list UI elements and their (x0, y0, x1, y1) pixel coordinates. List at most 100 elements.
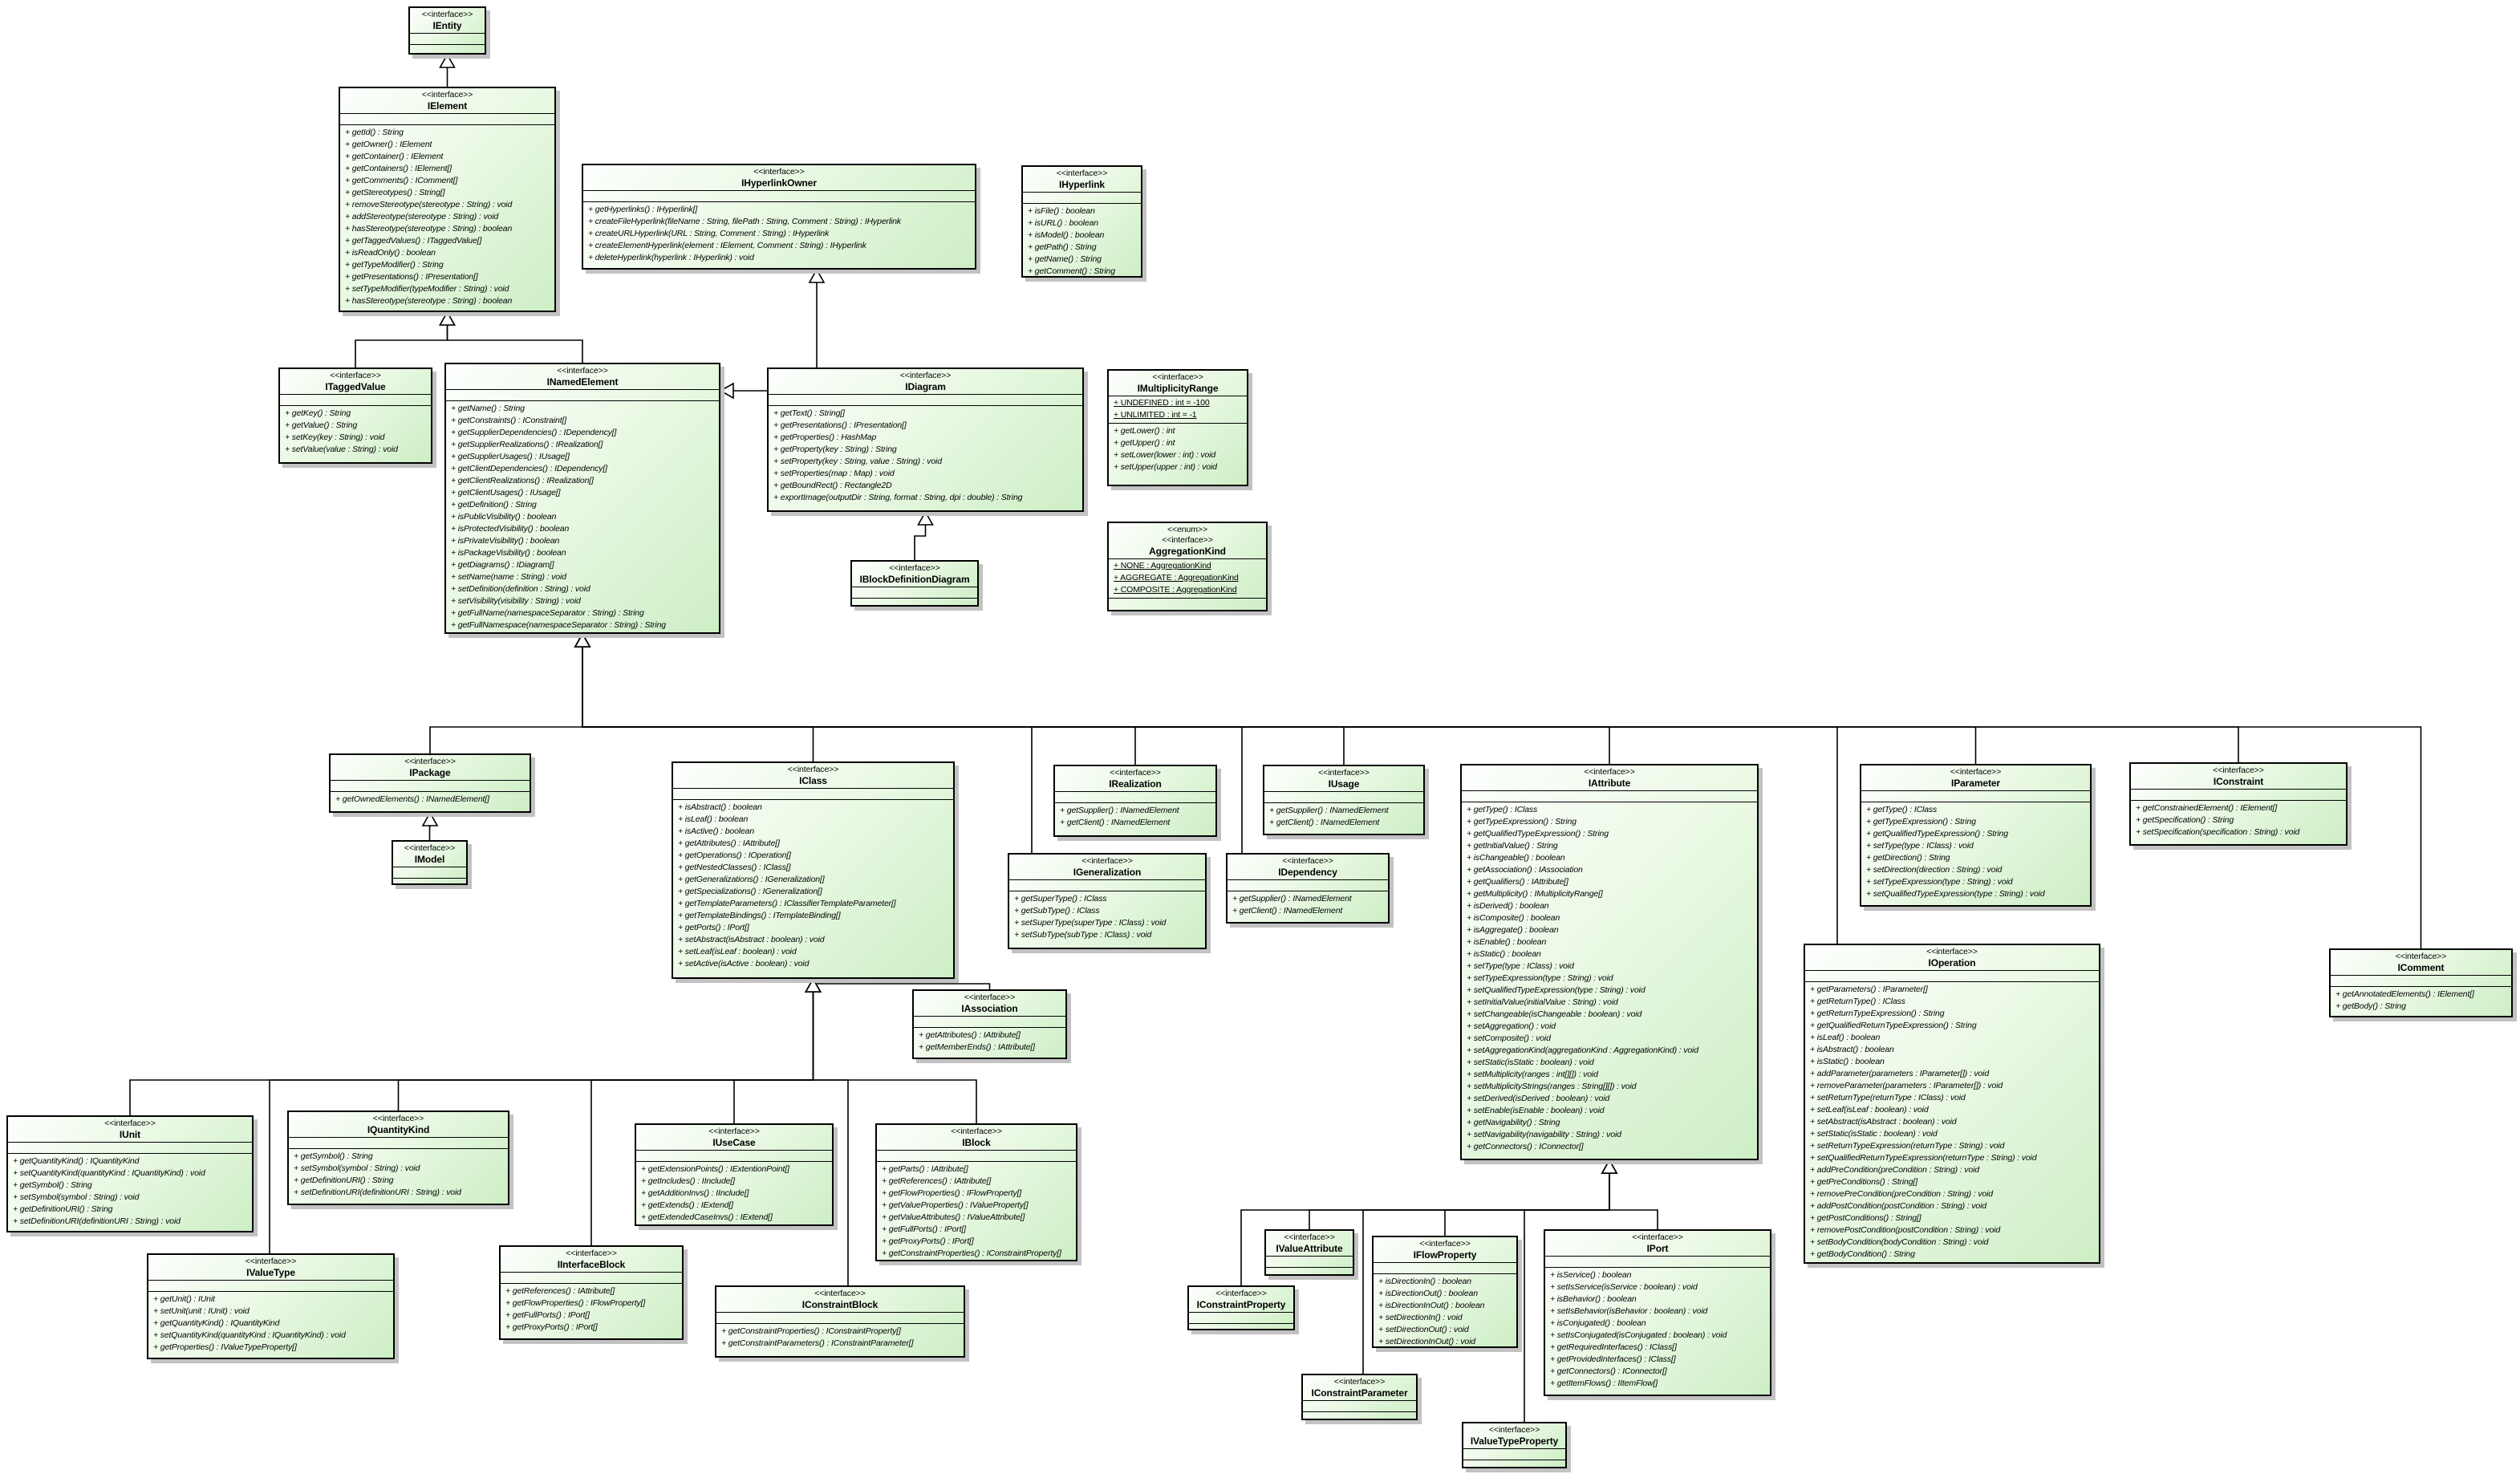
operations-compartment: + getParts() : IAttribute[]+ getReferenc… (877, 1161, 1076, 1260)
operations-compartment: + getReferences() : IAttribute[]+ getFlo… (501, 1283, 682, 1338)
operation-row: + getClientUsages() : IUsage[] (451, 488, 561, 497)
interface-node-IClass[interactable]: <<interface>>IClass+ isAbstract() : bool… (672, 761, 955, 979)
interface-name: IUseCase (712, 1137, 756, 1148)
interface-name: IEntity (432, 20, 462, 31)
operation-row: + getDefinitionURI() : String (294, 1175, 394, 1185)
interface-node-IMultiplicityRange[interactable]: <<interface>>IMultiplicityRange+ UNDEFIN… (1107, 369, 1248, 486)
operation-row: + getQualifiedTypeExpression() : String (1866, 829, 2008, 838)
operation-row: + getOwner() : IElement (345, 140, 432, 149)
attributes-compartment (410, 33, 485, 44)
operations-compartment: + getSupplier() : INamedElement+ getClie… (1228, 891, 1388, 922)
operation-row: + deleteHyperlink(hyperlink : IHyperlink… (588, 253, 754, 262)
interface-node-IModel[interactable]: <<interface>>IModel (392, 840, 468, 885)
operation-row: + getBoundRect() : Rectangle2D (773, 481, 892, 490)
interface-node-IAttribute[interactable]: <<interface>>IAttribute+ getType() : ICl… (1460, 764, 1759, 1160)
node-title-IElement: <<interface>>IElement (340, 88, 554, 113)
operation-row: + isPublicVisibility() : boolean (451, 512, 557, 522)
interface-node-IUnit[interactable]: <<interface>>IUnit+ getQuantityKind() : … (6, 1115, 254, 1232)
operations-compartment (1463, 1460, 1565, 1467)
interface-node-IEntity[interactable]: <<interface>>IEntity (408, 6, 486, 55)
interface-name: IUsage (1328, 778, 1360, 790)
interface-node-IHyperlink[interactable]: <<interface>>IHyperlink+ isFile() : bool… (1021, 165, 1142, 278)
interface-name: IQuantityKind (367, 1124, 430, 1135)
operation-row: + setDefinition(definition : String) : v… (451, 584, 590, 594)
operation-row: + setAbstract(isAbstract : boolean) : vo… (1810, 1117, 1957, 1127)
operation-row: + getPorts() : IPort[] (678, 923, 749, 932)
interface-node-AggregationKind[interactable]: <<enum>><<interface>>AggregationKind+ NO… (1107, 522, 1268, 611)
operation-row: + setSpecification(specification : Strin… (2136, 827, 2300, 837)
interface-node-IAssociation[interactable]: <<interface>>IAssociation+ getAttributes… (912, 989, 1067, 1059)
interface-node-IPackage[interactable]: <<interface>>IPackage+ getOwnedElements(… (329, 753, 531, 813)
interface-node-IPort[interactable]: <<interface>>IPort+ isService() : boolea… (1544, 1229, 1771, 1396)
stereotype-label: <<interface>> (753, 167, 805, 177)
interface-name: INamedElement (546, 376, 619, 388)
interface-node-IOperation[interactable]: <<interface>>IOperation+ getParameters()… (1804, 944, 2100, 1264)
interface-name: IBlockDefinitionDiagram (859, 574, 970, 585)
node-title-IPackage: <<interface>>IPackage (331, 755, 530, 780)
interface-node-IConstraintProperty[interactable]: <<interface>>IConstraintProperty (1187, 1285, 1295, 1330)
interface-node-IRealization[interactable]: <<interface>>IRealization+ getSupplier()… (1053, 765, 1217, 837)
interface-node-IDiagram[interactable]: <<interface>>IDiagram+ getText() : Strin… (767, 367, 1084, 512)
interface-node-IConstraintParameter[interactable]: <<interface>>IConstraintParameter (1301, 1374, 1418, 1420)
operation-row: + setQualifiedTypeExpression(type : Stri… (1866, 889, 2045, 899)
operation-row: + getQuantityKind() : IQuantityKind (13, 1156, 140, 1166)
operation-row: + isActive() : boolean (678, 826, 755, 836)
interface-node-IValueAttribute[interactable]: <<interface>>IValueAttribute (1264, 1229, 1354, 1276)
operations-compartment (410, 44, 485, 53)
interface-name: IValueAttribute (1276, 1243, 1343, 1254)
operation-row: + getHyperlinks() : IHyperlink[] (588, 205, 698, 214)
interface-node-IInterfaceBlock[interactable]: <<interface>>IInterfaceBlock+ getReferen… (499, 1245, 684, 1340)
stereotype-label: <<interface>> (557, 366, 608, 376)
interface-node-IUsage[interactable]: <<interface>>IUsage+ getSupplier() : INa… (1263, 765, 1425, 835)
operation-row: + getAssociation() : IAssociation (1467, 865, 1583, 875)
operation-row: + getId() : String (345, 128, 404, 137)
interface-node-IComment[interactable]: <<interface>>IComment+ getAnnotatedEleme… (2329, 948, 2513, 1017)
interface-node-IConstraintBlock[interactable]: <<interface>>IConstraintBlock+ getConstr… (715, 1285, 965, 1358)
interface-node-IHyperlinkOwner[interactable]: <<interface>>IHyperlinkOwner+ getHyperli… (582, 164, 976, 270)
operation-row: + getProvidedInterfaces() : IClass[] (1550, 1354, 1676, 1364)
interface-node-IConstraint[interactable]: <<interface>>IConstraint+ getConstrained… (2129, 762, 2348, 846)
interface-node-IQuantityKind[interactable]: <<interface>>IQuantityKind+ getSymbol() … (287, 1111, 509, 1205)
interface-node-IBlock[interactable]: <<interface>>IBlock+ getParts() : IAttri… (875, 1123, 1077, 1261)
interface-name: IRealization (1109, 778, 1162, 790)
node-title-IConstraint: <<interface>>IConstraint (2131, 764, 2346, 789)
interface-node-INamedElement[interactable]: <<interface>>INamedElement+ getName() : … (444, 363, 720, 634)
operation-row: + setActive(isActive : boolean) : void (678, 959, 810, 968)
attributes-compartment (393, 867, 466, 878)
interface-node-IUseCase[interactable]: <<interface>>IUseCase+ getExtensionPoint… (635, 1123, 834, 1226)
node-title-AggregationKind: <<enum>><<interface>>AggregationKind (1109, 523, 1266, 558)
interface-name: IFlowProperty (1413, 1249, 1477, 1261)
interface-node-IValueTypeProperty[interactable]: <<interface>>IValueTypeProperty (1462, 1422, 1567, 1468)
operation-row: + getQualifiers() : IAttribute[] (1467, 877, 1568, 887)
operation-row: + getFullPorts() : IPort[] (505, 1310, 590, 1320)
interface-name: IElement (427, 100, 468, 112)
interface-node-IValueType[interactable]: <<interface>>IValueType+ getUnit() : IUn… (147, 1253, 395, 1359)
stereotype-label: <<interface>> (330, 371, 381, 380)
operation-row: + isDirectionOut() : boolean (1378, 1289, 1478, 1298)
interface-node-IFlowProperty[interactable]: <<interface>>IFlowProperty+ isDirectionI… (1372, 1236, 1518, 1348)
interface-node-IGeneralization[interactable]: <<interface>>IGeneralization+ getSuperTy… (1008, 853, 1207, 949)
operation-row: + setQuantityKind(quantityKind : IQuanti… (153, 1330, 346, 1340)
interface-name: IConstraintParameter (1311, 1387, 1408, 1399)
operation-row: + getContainer() : IElement (345, 152, 444, 161)
operations-compartment: + getHyperlinks() : IHyperlink[]+ create… (583, 201, 975, 268)
operation-row: + getTemplateParameters() : IClassifierT… (678, 899, 896, 908)
interface-node-IBlockDefinitionDiagram[interactable]: <<interface>>IBlockDefinitionDiagram (850, 560, 979, 607)
operation-row: + isDirectionInOut() : boolean (1378, 1301, 1485, 1310)
interface-node-IParameter[interactable]: <<interface>>IParameter+ getType() : ICl… (1860, 764, 2092, 907)
stereotype-label: <<interface>> (1056, 169, 1108, 178)
interface-node-IDependency[interactable]: <<interface>>IDependency+ getSupplier() … (1226, 853, 1390, 924)
generalization-edge-IFlowProperty-to-IAttribute (1444, 1173, 1610, 1236)
operation-row: + setKey(key : String) : void (285, 432, 385, 442)
interface-name: IDiagram (905, 381, 946, 392)
interface-node-ITaggedValue[interactable]: <<interface>>ITaggedValue+ getKey() : St… (278, 367, 432, 464)
operations-compartment (852, 598, 977, 605)
operation-row: + setReturnTypeExpression(returnType : S… (1810, 1141, 2005, 1151)
interface-name: IOperation (1928, 957, 1976, 968)
interface-node-IElement[interactable]: <<interface>>IElement + getId() : String +… (339, 87, 556, 312)
generalization-edge-IValueAttribute-to-IAttribute (1309, 1173, 1610, 1229)
operation-row: + getClientRealizations() : IRealization… (451, 476, 594, 485)
operation-row: + getFullPorts() : IPort[] (882, 1224, 966, 1234)
operation-row: + getNestedClasses() : IClass[] (678, 863, 791, 872)
operation-row: + getPresentations() : IPresentation[] (345, 272, 478, 282)
